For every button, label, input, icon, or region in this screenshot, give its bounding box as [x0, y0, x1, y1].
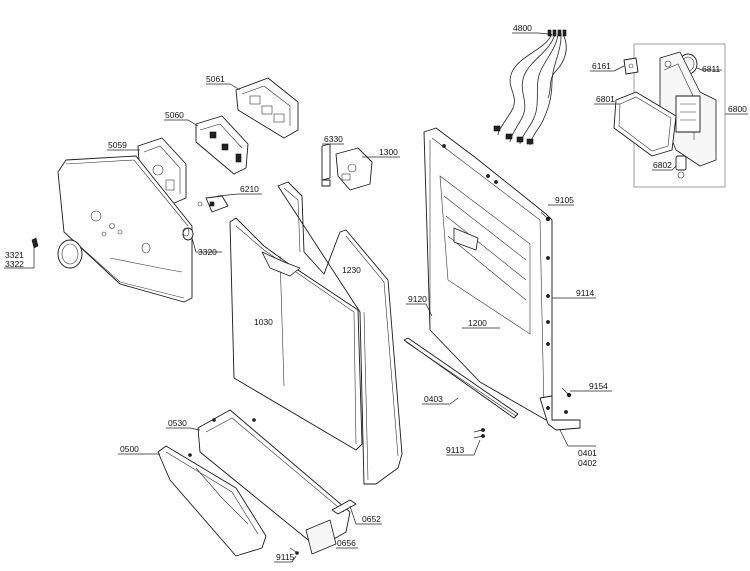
label-3320: 3320: [198, 247, 217, 257]
part-1230-outer-panel: [277, 181, 403, 485]
callout-9120: 9120: [406, 294, 433, 317]
callout-5060: 5060: [164, 110, 199, 127]
part-6330: [321, 143, 331, 187]
label-9115: 9115: [276, 552, 295, 562]
part-5060-board: [195, 115, 249, 175]
label-0656: 0656: [337, 538, 356, 548]
callout-0530: 0530: [166, 418, 201, 431]
label-0401: 0401: [578, 448, 597, 458]
callout-0656: 0656: [336, 538, 358, 549]
label-1300: 1300: [379, 147, 398, 157]
callout-0403: 0403: [422, 394, 459, 405]
label-5060: 5060: [165, 110, 184, 120]
callout-0401-0402: 0401 0402: [559, 429, 597, 468]
label-6210: 6210: [240, 184, 259, 194]
part-0403-seal: [403, 337, 519, 419]
part-0401-hinge: [539, 395, 581, 431]
part-9115-screw: [289, 547, 299, 555]
label-3322: 3322: [5, 259, 24, 269]
label-6330: 6330: [324, 134, 343, 144]
label-6802: 6802: [653, 160, 672, 170]
label-4800: 4800: [513, 23, 532, 33]
label-9113: 9113: [446, 445, 465, 455]
label-0403: 0403: [424, 394, 443, 404]
control-panel-cover: [57, 155, 193, 303]
part-1200-door-frame: [423, 127, 553, 421]
label-3321: 3321: [5, 250, 24, 260]
callout-0652: 0652: [349, 505, 382, 525]
part-0500-kick-plate: [157, 445, 267, 557]
callout-1230: 1230: [342, 265, 361, 275]
callout-6802: 6802: [652, 160, 677, 171]
label-5061: 5061: [206, 74, 225, 84]
part-0656: [305, 519, 337, 555]
label-1230: 1230: [342, 265, 361, 275]
label-6161: 6161: [592, 61, 611, 71]
part-6161: [623, 57, 639, 75]
callout-6811: 6811: [696, 64, 722, 74]
label-0402: 0402: [578, 458, 597, 468]
callout-9113: 9113: [446, 439, 481, 456]
wire-harness-4800: [493, 29, 567, 146]
label-9120: 9120: [408, 294, 427, 304]
part-6210-switch: [197, 195, 229, 213]
part-9105-screw: [540, 211, 551, 222]
label-0652: 0652: [362, 514, 381, 524]
callout-6330: 6330: [322, 134, 344, 145]
callout-1300: 1300: [362, 147, 400, 158]
callout-5059: 5059: [107, 140, 140, 151]
part-9154-screw: [561, 387, 572, 414]
callout-9154: 9154: [570, 381, 612, 392]
label-0530: 0530: [168, 418, 187, 428]
part-1030-inner-panel: [229, 217, 363, 451]
callout-9114: 9114: [552, 288, 596, 299]
part-6800-dispenser: [659, 51, 717, 167]
part-9113-screws: [473, 428, 485, 439]
callout-6210: 6210: [217, 184, 262, 197]
label-5059: 5059: [108, 140, 127, 150]
label-9154: 9154: [589, 381, 608, 391]
callout-6801: 6801: [594, 94, 620, 105]
callout-1200: 1200: [462, 318, 500, 329]
part-3322-clip: [31, 237, 39, 249]
part-1300-lock: [335, 147, 373, 191]
label-9105: 9105: [555, 195, 574, 205]
callout-1030: 1030: [254, 317, 273, 327]
label-1200: 1200: [468, 318, 487, 328]
label-6801: 6801: [596, 94, 615, 104]
label-1030: 1030: [254, 317, 273, 327]
callout-9115: 9115: [274, 552, 297, 563]
callout-3320: 3320: [191, 237, 222, 257]
label-6811: 6811: [702, 64, 721, 74]
part-0652: [331, 499, 357, 515]
part-3321-ring: [57, 239, 83, 269]
callout-4800: 4800: [512, 23, 549, 35]
part-5061: [235, 77, 299, 139]
part-6801-gasket: [613, 91, 677, 157]
callout-6800: 6800: [725, 104, 748, 115]
callout-3321-3322: 3321 3322: [4, 248, 35, 269]
label-6800: 6800: [728, 104, 747, 114]
callout-5061: 5061: [206, 74, 241, 91]
label-9114: 9114: [576, 288, 595, 298]
callout-6161: 6161: [590, 61, 625, 72]
callout-0500: 0500: [118, 444, 160, 455]
callout-9105: 9105: [548, 195, 574, 206]
part-3320-knob: [182, 227, 194, 241]
label-0500: 0500: [120, 444, 139, 454]
part-6802: [675, 155, 687, 179]
